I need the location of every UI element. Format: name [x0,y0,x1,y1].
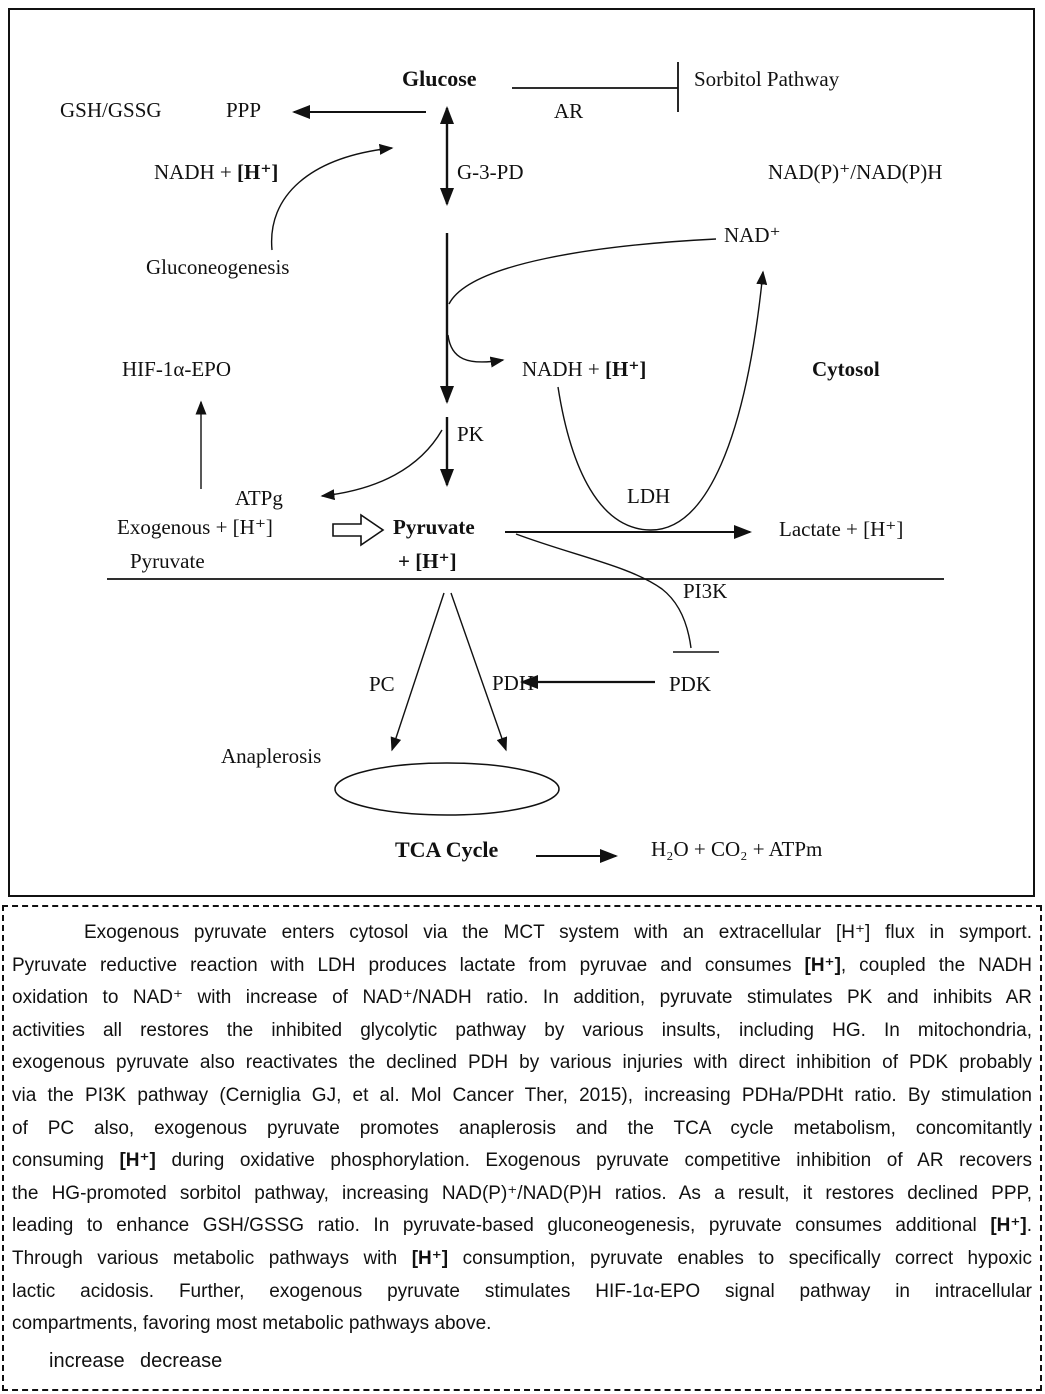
caption-line: lactic acidosis. Further, exogenous pyru… [12,1280,1032,1302]
caption-panel: Exogenous pyruvate enters cytosol via th… [2,905,1042,1391]
label-pyruvate-h: + [H⁺] [398,549,457,573]
label-anaplerosis: Anaplerosis [221,744,322,768]
label-pi3k: PI3K [683,579,728,603]
diagram-panel [8,8,1035,897]
label-exogenous-line1: Exogenous + [H⁺] [117,515,273,539]
caption-line: leading to enhance GSH/GSSG ratio. In py… [12,1215,1032,1237]
caption-line: exogenous pyruvate also reactivates the … [12,1052,1032,1074]
label-hif-epo: HIF-1α-EPO [122,357,231,381]
label-nadh-h-top: NADH + [H⁺] [154,160,279,184]
label-pyruvate-main: Pyruvate [393,515,475,539]
caption-line: consuming [H⁺] during oxidative phosphor… [12,1150,1032,1172]
caption-line: the HG-promoted sorbitol pathway, increa… [12,1182,1032,1204]
label-pdh: PDH [492,671,535,695]
legend-decrease-label: decrease [140,1350,223,1372]
caption-line: oxidation to NAD⁺ with increase of NAD⁺/… [12,987,1032,1009]
label-tca-cycle: TCA Cycle [395,837,499,862]
caption-line: Exogenous pyruvate enters cytosol via th… [84,922,1032,943]
label-pc: PC [369,672,395,696]
label-nadh-h-mid: NADH + [H⁺] [522,357,647,381]
label-pdk: PDK [669,672,712,696]
label-gluconeogenesis: Gluconeogenesis [146,255,290,279]
label-g3pd: G-3-PD [457,160,524,184]
caption-line: Through various metabolic pathways with … [12,1247,1032,1269]
label-lactate: Lactate + [H⁺] [779,517,904,541]
label-cytosol: Cytosol [812,357,880,381]
label-pk: PK [457,422,484,446]
label-gsh-gssg: GSH/GSSG [60,98,162,122]
label-sorbitol-pathway: Sorbitol Pathway [694,67,840,91]
legend-increase-label: increase [49,1350,125,1372]
label-ar: AR [554,99,584,123]
caption-line: compartments, favoring most metabolic pa… [12,1313,492,1335]
label-nadp-ratio: NAD(P)⁺/NAD(P)H [768,160,943,184]
caption-line: Pyruvate reductive reaction with LDH pro… [12,954,1032,976]
label-ldh: LDH [627,484,671,508]
label-tca-products: H₂O + CO₂ + ATPm [651,837,823,861]
label-exogenous-line2: Pyruvate [130,549,205,573]
label-nad-plus: NAD⁺ [724,223,781,247]
caption-line: of PC also, exogenous pyruvate promotes … [12,1117,1032,1139]
caption-line: via the PI3K pathway (Cerniglia GJ, et a… [12,1084,1032,1106]
label-glucose: Glucose [402,66,477,91]
label-ppp: PPP [226,98,262,122]
caption-line: activities all restores the inhibited gl… [12,1019,1032,1041]
label-atpg: ATPg [235,486,283,510]
